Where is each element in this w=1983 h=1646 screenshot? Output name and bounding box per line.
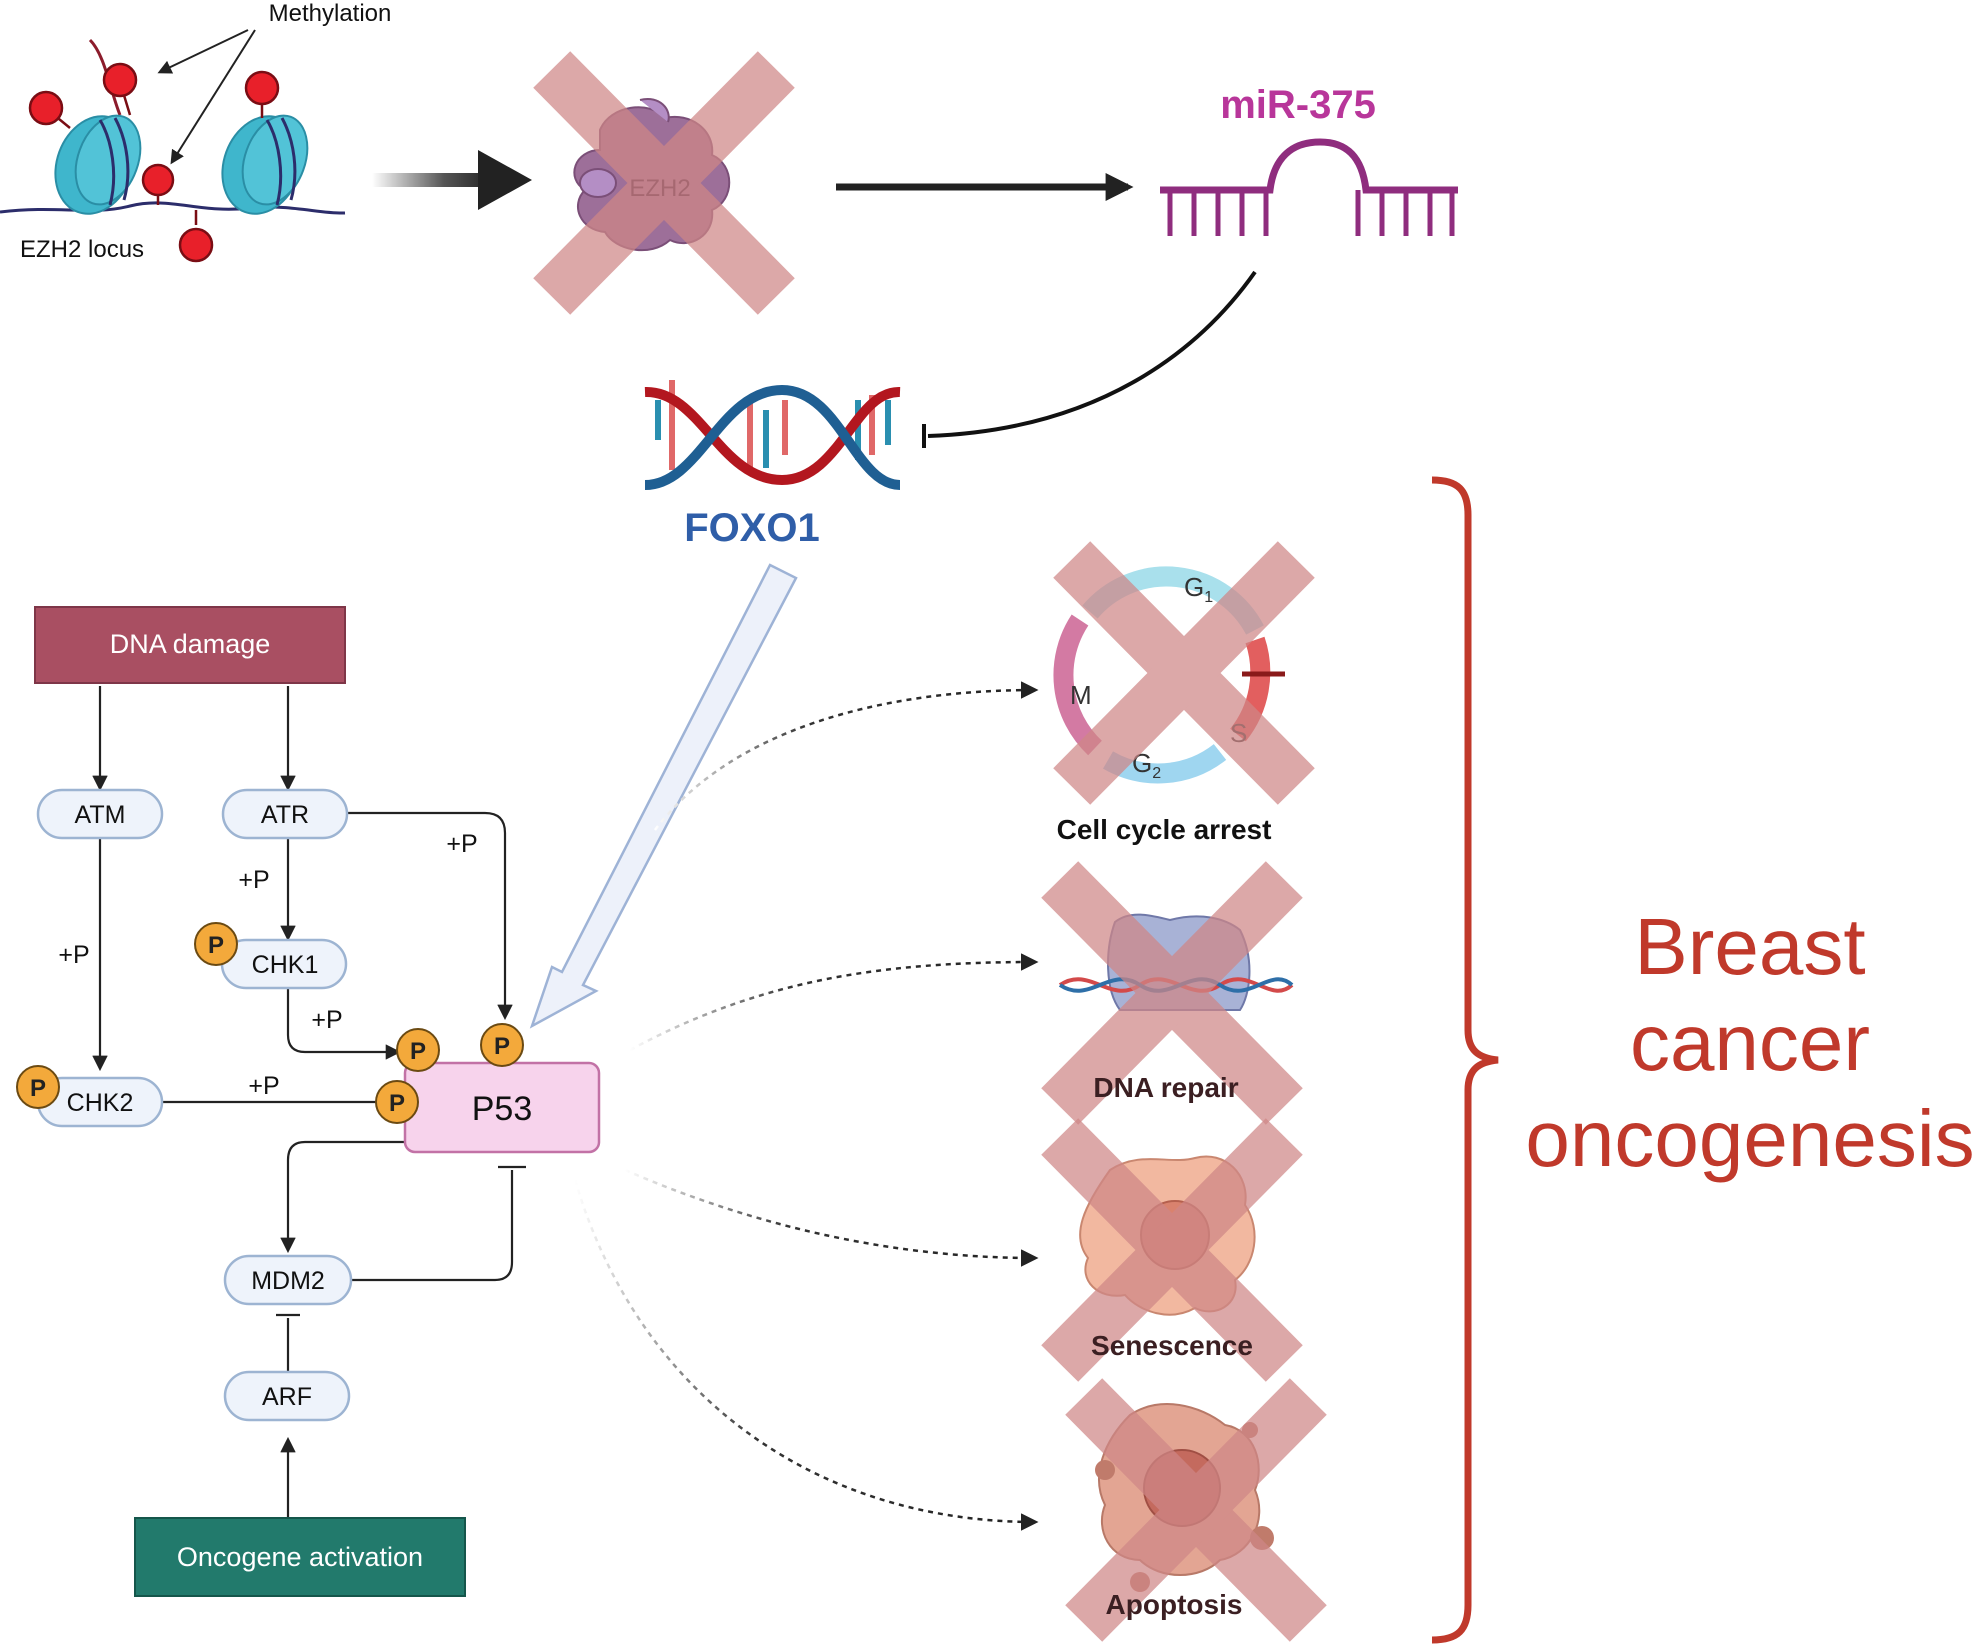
methylation-label: Methylation [269, 0, 392, 27]
mir-375-label: miR-375 [1220, 83, 1376, 127]
svg-text:P: P [410, 1038, 426, 1065]
mdm2-label: MDM2 [251, 1267, 325, 1295]
result-line-2: cancer [1630, 998, 1870, 1087]
node-atr: ATR [221, 788, 349, 840]
ezh2-locus-label: EZH2 locus [20, 236, 144, 263]
phospho-badge-icon: P [480, 1023, 524, 1067]
plus-p-labels: +P +P +P +P +P [58, 830, 477, 1100]
dna-helix-icon [644, 380, 901, 490]
arf-label: ARF [262, 1383, 312, 1411]
outcome-senescence: Senescence [1041, 1118, 1303, 1382]
senescence-label: Senescence [1091, 1330, 1253, 1361]
phospho-badge-icon: P [375, 1080, 419, 1124]
outcome-cell-cycle-arrest: G1 M S G2 Cell cycle arrest [1053, 541, 1315, 845]
svg-text:P: P [494, 1033, 510, 1060]
dna-repair-label: DNA repair [1093, 1072, 1238, 1103]
inhibition-mir-to-foxo1 [927, 270, 1257, 438]
plus-p-atr-p53: +P [446, 830, 477, 858]
svg-text:P: P [208, 932, 224, 959]
p53-label: P53 [472, 1090, 533, 1128]
result-text: Breast cancer oncogenesis [1525, 902, 1974, 1183]
nucleosome-left [54, 114, 142, 215]
outcome-apoptosis: Apoptosis [1065, 1378, 1327, 1642]
node-chk2: CHK2 [36, 1076, 164, 1128]
plus-p-atr-chk1: +P [238, 866, 269, 894]
result-line-1: Breast [1634, 902, 1865, 991]
inhibition-cross-icon [1053, 541, 1315, 805]
g1-label: G1 [1184, 572, 1213, 606]
foxo1-group: FOXO1 [644, 380, 901, 550]
foxo1-label: FOXO1 [684, 506, 820, 550]
node-p53: P53 [403, 1061, 601, 1154]
node-mdm2: MDM2 [223, 1254, 353, 1306]
atr-label: ATR [261, 801, 309, 829]
chk2-label: CHK2 [67, 1089, 134, 1117]
nucleosome-right [221, 114, 309, 215]
ezh2-protein-group: EZH2 [533, 51, 795, 315]
chk1-label: CHK1 [252, 951, 319, 979]
apoptosis-label: Apoptosis [1106, 1589, 1243, 1620]
rna-base-ticks [1167, 190, 1455, 236]
phospho-badge-icon: P [396, 1028, 440, 1072]
outcome-arrows [573, 681, 1039, 1531]
plus-p-chk1-p53: +P [311, 1006, 342, 1034]
inhibition-cross-icon [1041, 1118, 1303, 1382]
dna-damage-label: DNA damage [110, 629, 271, 659]
m-label: M [1070, 680, 1092, 710]
pathway-edges [92, 686, 526, 1518]
inhibition-cross-icon [533, 51, 795, 315]
arrow-foxo1-to-p53 [529, 563, 798, 1029]
phospho-badge-icon: P [16, 1065, 60, 1109]
atm-label: ATM [75, 801, 126, 829]
ezh2-locus-group: Methylation EZH2 locus [0, 0, 391, 263]
node-arf: ARF [223, 1370, 351, 1422]
svg-text:P: P [30, 1075, 46, 1102]
dna-damage-box: DNA damage [34, 606, 346, 684]
phospho-badge-icon: P [194, 922, 238, 966]
result-line-3: oncogenesis [1525, 1094, 1974, 1183]
node-atm: ATM [36, 788, 164, 840]
node-chk1: CHK1 [220, 938, 348, 990]
phospho-badges: P P P P P [16, 922, 524, 1124]
oncogene-label: Oncogene activation [177, 1542, 423, 1572]
curly-brace [1431, 476, 1499, 1644]
mir-375-group: miR-375 [1160, 83, 1458, 236]
plus-p-chk2-p53: +P [248, 1072, 279, 1100]
methyl-group-icon [28, 62, 280, 263]
oncogene-activation-box: Oncogene activation [134, 1517, 466, 1597]
arrow-locus-to-ezh2 [372, 150, 532, 210]
inhibition-cross-icon [1065, 1378, 1327, 1642]
svg-text:P: P [389, 1090, 405, 1117]
cell-cycle-arrest-label: Cell cycle arrest [1057, 814, 1272, 845]
inhibition-cross-icon [1041, 861, 1303, 1125]
plus-p-atm-chk2: +P [58, 941, 89, 969]
outcome-dna-repair: DNA repair [1041, 861, 1303, 1125]
